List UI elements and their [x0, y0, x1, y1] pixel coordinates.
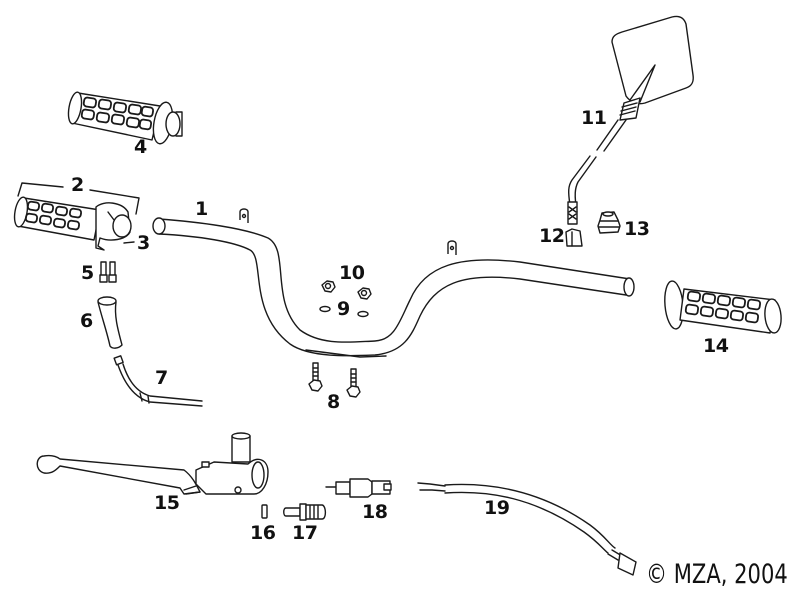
part-9-washers[interactable]: [319, 305, 369, 318]
part-13-mirror-nut[interactable]: [597, 211, 621, 234]
part-6-rubber-boot[interactable]: [97, 296, 123, 349]
part-1-handlebar[interactable]: [152, 208, 635, 358]
part-16-pin[interactable]: [261, 504, 268, 519]
label-part-15: 15: [154, 492, 180, 514]
label-part-13: 13: [624, 218, 650, 240]
label-part-18: 18: [362, 501, 388, 523]
part-2-throttle-assembly[interactable]: [12, 196, 132, 251]
part-18-clutch-switch[interactable]: [325, 478, 392, 498]
part-3-leader: [123, 241, 135, 244]
label-part-9: 9: [337, 298, 350, 320]
label-part-4: 4: [134, 136, 147, 158]
copyright-notice: © MZA, 2004: [646, 559, 788, 590]
part-8-bolts[interactable]: [308, 362, 361, 398]
label-part-6: 6: [80, 310, 93, 332]
part-17-adjuster-screw[interactable]: [283, 503, 327, 521]
part-4-throttle-grip[interactable]: [66, 91, 183, 145]
part-15-clutch-lever[interactable]: [36, 432, 269, 495]
label-part-3: 3: [137, 232, 150, 254]
part-5-cable-adjuster[interactable]: [99, 261, 117, 283]
label-part-5: 5: [81, 262, 94, 284]
label-part-8: 8: [327, 391, 340, 413]
part-2-bracket: [17, 182, 140, 215]
label-part-12: 12: [539, 225, 565, 247]
part-7-throttle-cable[interactable]: [113, 355, 203, 407]
part-19-switch-wire[interactable]: [417, 482, 637, 576]
part-11-mirror[interactable]: [567, 15, 694, 225]
part-14-left-grip[interactable]: [663, 280, 783, 334]
label-part-17: 17: [292, 522, 318, 544]
label-part-14: 14: [703, 335, 729, 357]
label-part-2: 2: [71, 174, 84, 196]
part-10-nuts[interactable]: [321, 280, 372, 300]
part-12-mirror-adapter[interactable]: [565, 228, 583, 247]
label-part-1: 1: [195, 198, 208, 220]
label-part-11: 11: [581, 107, 607, 129]
label-part-16: 16: [250, 522, 276, 544]
label-part-7: 7: [155, 367, 168, 389]
label-part-10: 10: [339, 262, 365, 284]
label-part-19: 19: [484, 497, 510, 519]
